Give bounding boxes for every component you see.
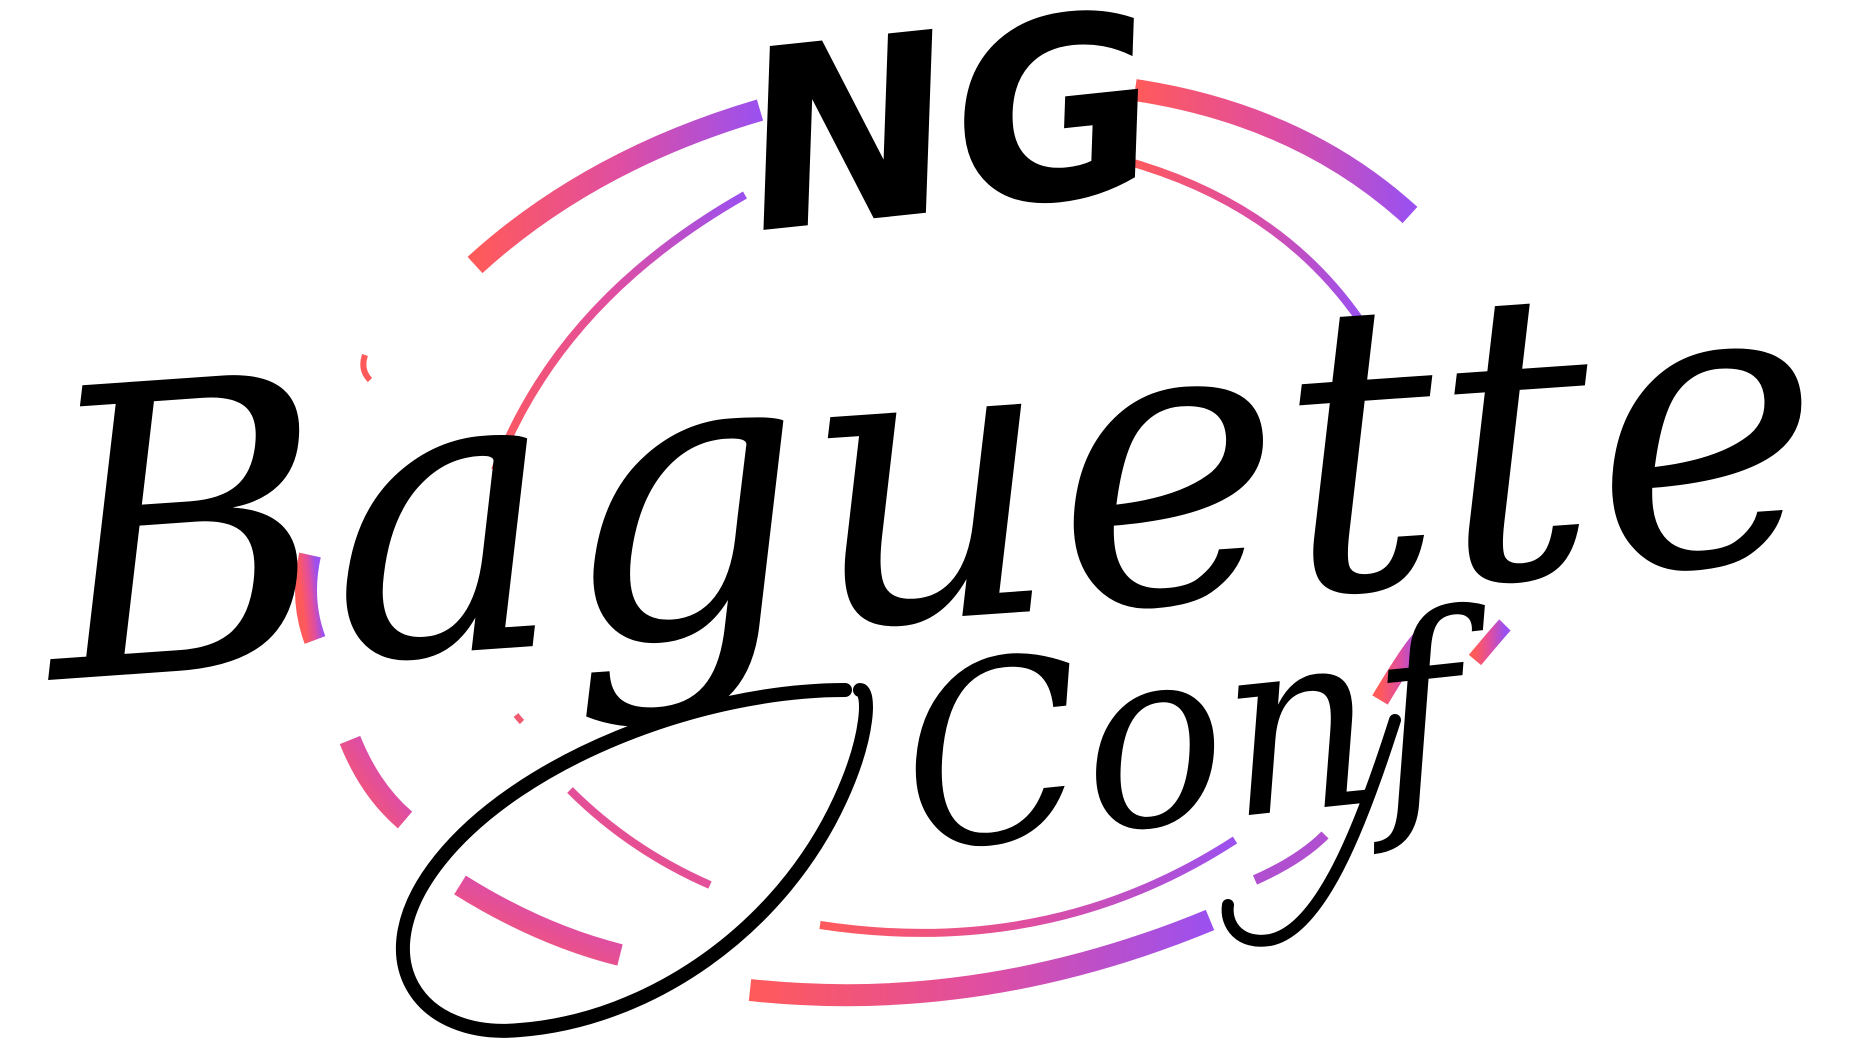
logo-line-conf: Conf — [888, 557, 1510, 909]
arc-outer-left-low — [339, 735, 413, 829]
f-descender-swash — [1221, 714, 1401, 947]
arc-inner-top-left — [491, 191, 747, 472]
arc-inner-left — [360, 354, 373, 383]
arc-outer-left — [295, 552, 326, 644]
g-descender-swash — [395, 683, 873, 1038]
arc-inner-top-right — [1128, 158, 1364, 323]
arc-outer-top-left — [467, 99, 764, 274]
arc-outer-right-mid — [1468, 619, 1511, 666]
arc-outer-bottom — [748, 909, 1215, 1007]
arc-inner-right — [1252, 831, 1329, 885]
logo-line-ng: NG — [739, 0, 1161, 293]
arc-outer-top-right — [1133, 79, 1418, 224]
decorative-arcs — [295, 79, 1511, 1007]
arc-inner-bottom-left — [567, 787, 712, 889]
arc-outer-bottom-left — [454, 875, 623, 966]
arc-small-mid-left — [513, 713, 525, 725]
arc-inner-bottom — [819, 836, 1238, 937]
arc-outer-right — [1372, 633, 1427, 705]
